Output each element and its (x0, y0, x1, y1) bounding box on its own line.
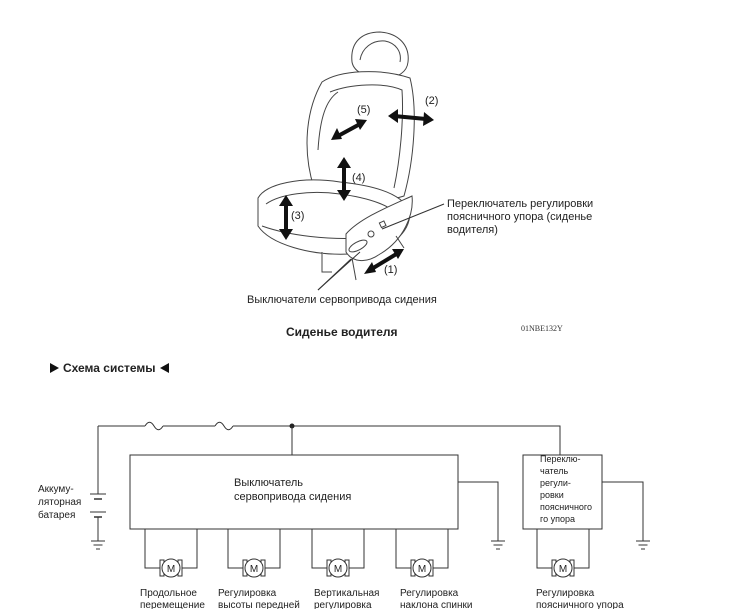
motor-glyph: M (334, 564, 342, 575)
ground-icon (491, 540, 505, 550)
lumbar-callout-line-1: Переключатель регулировки (447, 198, 593, 210)
triangle-left-icon (160, 363, 169, 373)
power-switch-box-line-2: сервопривода сидения (234, 491, 351, 503)
lumbar-switch-box (522, 454, 603, 530)
motor-longitudinal: M (144, 529, 198, 578)
motor-2-label-line-2: высоты передней (218, 600, 300, 609)
motor-5-label-line-2: поясничного упора (536, 600, 624, 609)
lumbar-switch-line-1: Переклю- (540, 454, 581, 464)
arrow-3-height (279, 195, 293, 240)
arrow-4-vertical (337, 157, 351, 201)
lumbar-callout: Переключатель регулировки поясничного уп… (447, 198, 593, 236)
arrow-5-lumbar (331, 119, 367, 140)
motor-4-label-line-2: наклона спинки (400, 600, 472, 609)
label-1: (1) (384, 264, 397, 276)
motor-1-label-line-2: перемещение (140, 600, 205, 609)
fuse-2-icon (214, 421, 234, 431)
motor-icon (244, 558, 264, 578)
label-5: (5) (357, 104, 370, 116)
motor-icon (412, 558, 432, 578)
seat-caption: Сиденье водителя (286, 325, 398, 339)
motor-vertical: M (311, 529, 365, 578)
motor-3-label-line-2: регулировка (314, 600, 372, 609)
battery-icon (90, 493, 106, 518)
lumbar-callout-line-2: поясничного упора (сиденье (447, 211, 592, 223)
lumbar-switch-line-3: регули- (540, 478, 571, 488)
label-3: (3) (291, 210, 304, 222)
lumbar-callout-line-3: водителя) (447, 224, 498, 236)
figure-code: 01NBE132Y (521, 324, 563, 333)
motor-glyph: M (250, 564, 258, 575)
lumbar-switch-line-6: го упора (540, 514, 575, 524)
ground-icon (636, 540, 650, 550)
power-switch-box-line-1: Выключатель (234, 477, 303, 489)
motor-4-label-line-1: Регулировка (400, 588, 459, 599)
lumbar-switch-line-4: ровки (540, 490, 564, 500)
power-switch-box (129, 454, 459, 530)
motor-recline: M (395, 529, 449, 578)
motor-lumbar: M (536, 529, 590, 578)
battery-label-line-2: ляторная (38, 497, 81, 508)
triangle-right-icon (50, 363, 59, 373)
power-switch-leader-2 (317, 258, 352, 291)
motor-glyph: M (559, 564, 567, 575)
motor-front-height: M (227, 529, 281, 578)
power-switches-label: Выключатели сервопривода сидения (247, 294, 437, 306)
lumbar-switch-label: Переклю- чатель регули- ровки поясничног… (540, 454, 592, 524)
motor-1-label-line-1: Продольное (140, 588, 197, 599)
fuse-1-icon (144, 421, 164, 431)
motor-icon (553, 558, 573, 578)
lumbar-switch-line-5: поясничного (540, 502, 592, 512)
seat-illustration (257, 31, 415, 281)
motor-5-label-line-1: Регулировка (536, 588, 595, 599)
lumbar-callout-leader (381, 203, 445, 230)
motor-icon (328, 558, 348, 578)
label-2: (2) (425, 95, 438, 107)
battery-label-line-3: батарея (38, 509, 75, 521)
motor-2-label-line-1: Регулировка (218, 588, 277, 599)
movement-arrows (279, 109, 434, 274)
motor-glyph: M (167, 564, 175, 575)
motor-3-label-line-1: Вертикальная (314, 588, 379, 599)
motor-glyph: M (418, 564, 426, 575)
section-heading: Схема системы (50, 361, 169, 375)
section-title: Схема системы (63, 361, 156, 375)
arrow-1-fore-aft (364, 249, 404, 274)
label-4: (4) (352, 172, 365, 184)
battery-label-line-1: Аккуму- (38, 484, 74, 495)
motor-icon (161, 558, 181, 578)
ground-icon (91, 540, 105, 550)
arrow-2-recline (388, 109, 434, 126)
lumbar-switch-line-2: чатель (540, 466, 568, 476)
circuit-diagram: Аккуму- ляторная батарея Выключатель сер… (38, 421, 650, 609)
